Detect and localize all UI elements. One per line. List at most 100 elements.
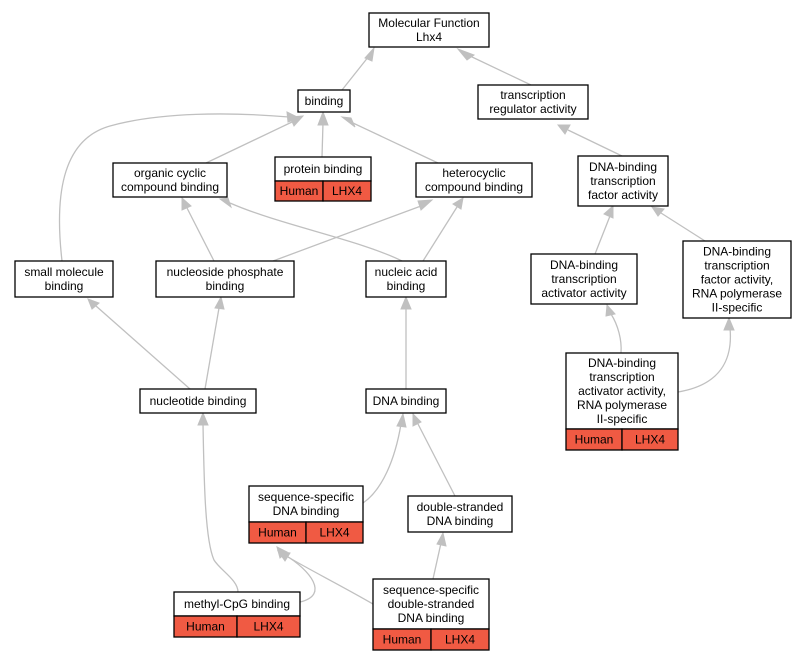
arrowhead bbox=[340, 116, 356, 128]
edge bbox=[58, 113, 290, 262]
term-label-line: double-stranded bbox=[417, 500, 504, 514]
term-label-line: compound binding bbox=[425, 180, 523, 194]
term-label-line: organic cyclic bbox=[134, 166, 206, 180]
term-label-line: DNA binding bbox=[398, 611, 465, 625]
arrowhead bbox=[412, 412, 422, 427]
gene-cell bbox=[305, 521, 364, 544]
term-label-line: regulator activity bbox=[489, 102, 576, 116]
term-label-line: DNA binding bbox=[427, 514, 494, 528]
term-box bbox=[274, 156, 372, 182]
term-label-line: transcription bbox=[551, 272, 616, 286]
term-label-line: compound binding bbox=[121, 180, 219, 194]
term-label-line: DNA binding bbox=[373, 394, 440, 408]
term-label-line: methyl-CpG binding bbox=[184, 597, 290, 611]
edge bbox=[660, 212, 706, 242]
edge bbox=[594, 215, 611, 255]
edge bbox=[422, 206, 458, 262]
term-label-line: binding bbox=[387, 279, 426, 293]
term-label-line: activator activity, bbox=[578, 384, 666, 398]
edge bbox=[287, 556, 374, 605]
edge bbox=[432, 542, 442, 580]
term-label-line: transcription bbox=[589, 370, 654, 384]
edge bbox=[677, 327, 732, 393]
arrowhead bbox=[364, 46, 375, 62]
gene-label: LHX4 bbox=[319, 526, 349, 540]
arrowhead bbox=[400, 295, 412, 310]
term-label-line: transcription bbox=[590, 174, 655, 188]
arrowhead bbox=[317, 110, 329, 126]
arrowhead bbox=[87, 298, 100, 310]
term-label-line: RNA polymerase bbox=[577, 398, 667, 412]
edge bbox=[204, 307, 220, 390]
edge bbox=[202, 423, 239, 593]
term-label-line: DNA-binding bbox=[589, 160, 657, 174]
term-label-line: DNA binding bbox=[273, 504, 340, 518]
arrowhead bbox=[723, 316, 735, 331]
arrowhead bbox=[556, 124, 571, 135]
term-label-line: activator activity bbox=[541, 286, 626, 300]
term-label-line: Lhx4 bbox=[416, 30, 442, 44]
gene-cell bbox=[236, 615, 301, 638]
term-label-line: DNA-binding bbox=[550, 258, 618, 272]
term-box bbox=[155, 260, 295, 298]
term-label-line: nucleoside phosphate bbox=[167, 265, 284, 279]
edge bbox=[469, 55, 532, 86]
term-label-line: sequence-specific bbox=[383, 583, 479, 597]
edge bbox=[352, 122, 439, 164]
arrowhead bbox=[276, 550, 291, 562]
term-node-nucleotide-binding[interactable]: nucleotide binding bbox=[139, 388, 257, 414]
edge bbox=[186, 207, 215, 262]
edge bbox=[205, 121, 293, 164]
term-label-line: transcription bbox=[704, 259, 769, 273]
term-node-binding[interactable]: binding bbox=[297, 89, 351, 113]
term-box bbox=[365, 260, 447, 298]
arrowhead bbox=[456, 47, 476, 61]
term-box bbox=[372, 578, 490, 630]
term-box bbox=[577, 155, 669, 207]
term-label-line: nucleotide binding bbox=[150, 394, 247, 408]
species-label: Human bbox=[280, 184, 319, 198]
term-label-line: sequence-specific bbox=[258, 490, 354, 504]
species-label: Human bbox=[575, 433, 614, 447]
term-label-line: small molecule bbox=[24, 265, 104, 279]
edge bbox=[272, 205, 422, 262]
term-box bbox=[112, 162, 228, 198]
term-label-line: II-specific bbox=[597, 412, 648, 426]
term-label-line: double-stranded bbox=[388, 597, 475, 611]
edge bbox=[362, 423, 402, 504]
term-label-line: RNA polymerase bbox=[692, 287, 782, 301]
arrowhead bbox=[218, 197, 232, 209]
term-label-line: binding bbox=[45, 279, 84, 293]
gene-label: LHX4 bbox=[445, 633, 475, 647]
term-box bbox=[415, 162, 533, 198]
edge bbox=[341, 55, 370, 91]
gene-cell bbox=[322, 180, 372, 202]
term-label-line: nucleic acid bbox=[375, 265, 438, 279]
term-box bbox=[139, 388, 257, 414]
arrowhead bbox=[396, 412, 407, 428]
arrowhead bbox=[603, 204, 614, 219]
gene-cell bbox=[621, 428, 679, 451]
term-node-dna-binding[interactable]: DNA binding bbox=[365, 388, 447, 414]
term-label-line: binding bbox=[206, 279, 245, 293]
arrowhead bbox=[650, 206, 665, 217]
arrowhead bbox=[452, 197, 464, 210]
term-label-line: transcription bbox=[500, 88, 565, 102]
